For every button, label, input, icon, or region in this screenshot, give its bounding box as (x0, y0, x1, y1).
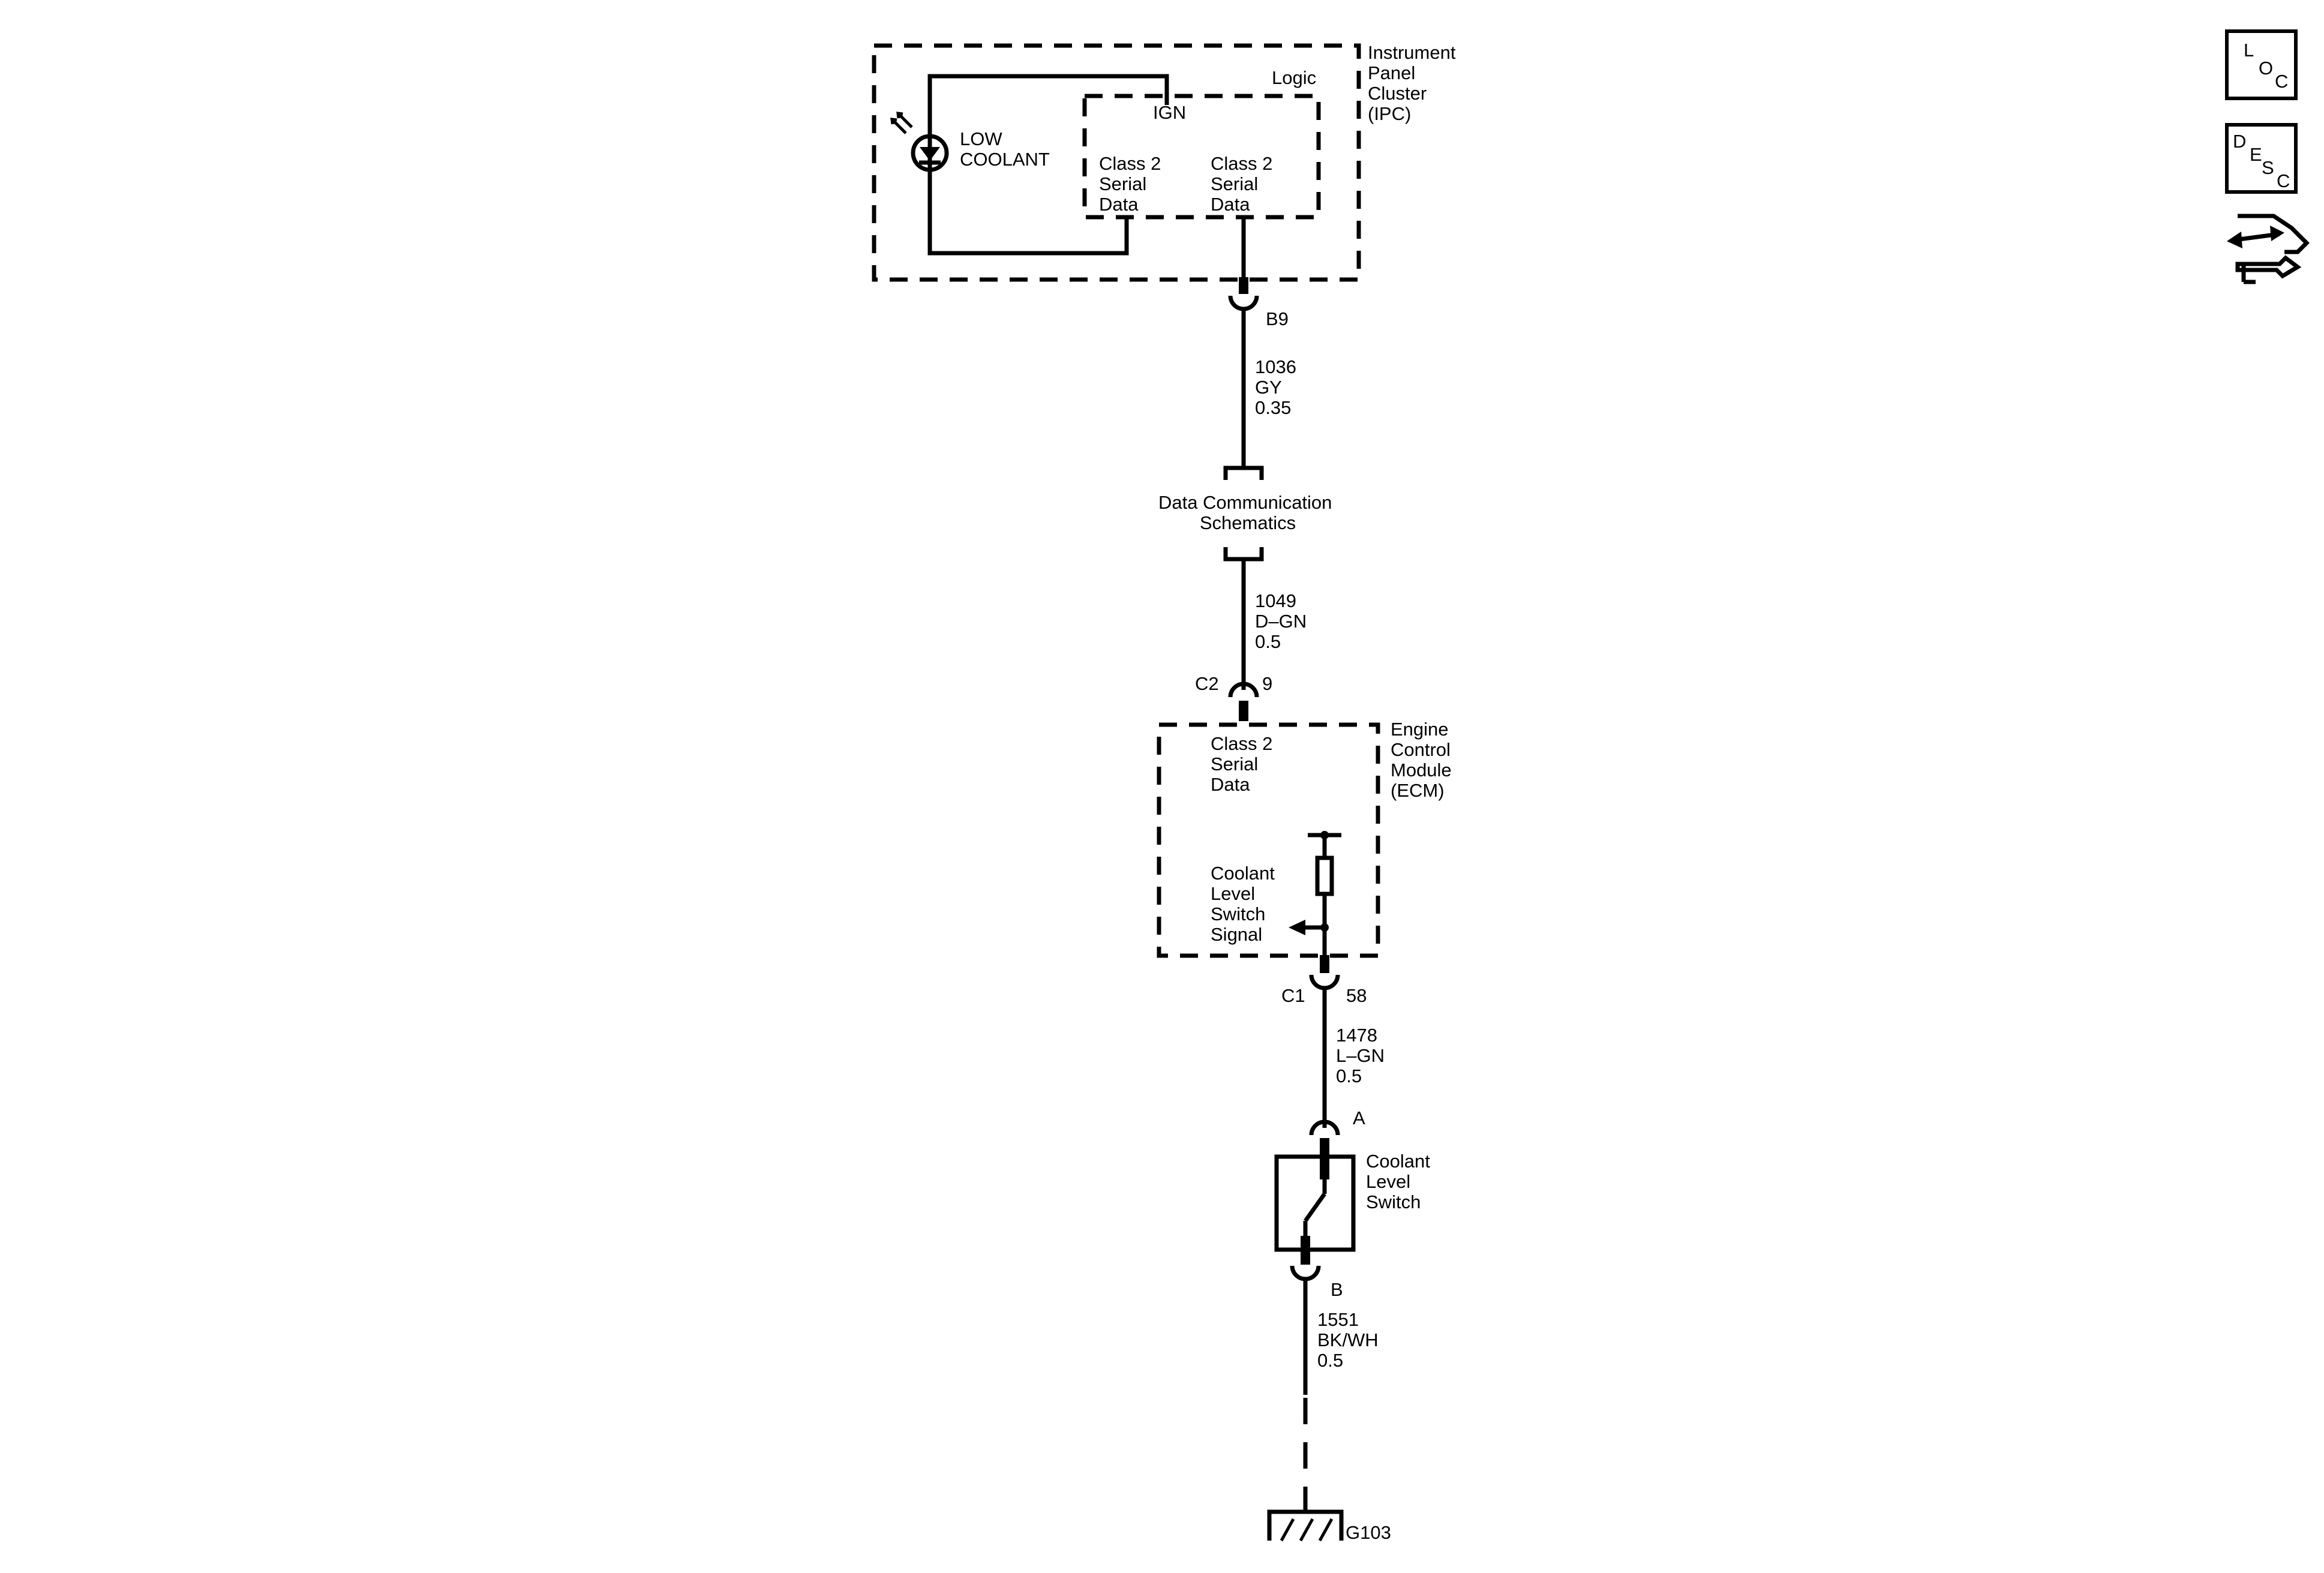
coolant-level-switch-body (1274, 1154, 1356, 1252)
ipc-boundary (872, 43, 1361, 282)
connector-c2-pin: 9 (1262, 673, 1272, 694)
wrench-arrow-icon[interactable] (2227, 214, 2310, 284)
ground-g103-icon (1267, 1493, 1344, 1542)
svg-text:L: L (2244, 40, 2254, 61)
connector-a-label: A (1353, 1107, 1365, 1128)
coolant-level-switch: Coolant Level Switch (1274, 1151, 1435, 1257)
svg-text:C: C (2275, 71, 2288, 92)
ipc-module-name: Instrument Panel Cluster (IPC) (1368, 42, 1461, 124)
lamp-label: LOW COOLANT (960, 128, 1050, 170)
connector-c1-pin: 58 (1346, 985, 1367, 1006)
svg-text:D: D (2233, 131, 2246, 152)
ecm-serial-data-label: Class 2 Serial Data (1211, 733, 1278, 795)
coolant-level-switch-label: Coolant Level Switch (1366, 1151, 1435, 1212)
svg-text:C: C (2277, 170, 2290, 191)
ecm-module: Class 2 Serial Data Engine Control Modul… (1157, 719, 1457, 960)
wire-1049-label: 1049 D–GN 0.5 (1255, 590, 1312, 652)
ign-label: IGN (1153, 102, 1186, 123)
coolant-level-switch-signal-label: Coolant Level Switch Signal (1211, 863, 1280, 945)
connector-a (1309, 1119, 1340, 1157)
svg-text:E: E (2250, 144, 2262, 165)
connector-c1 (1309, 955, 1340, 990)
ipc-serial-data-left: Class 2 Serial Data (1099, 153, 1166, 215)
wire-1478-label: 1478 L–GN 0.5 (1336, 1025, 1390, 1086)
ground-g103-label: G103 (1346, 1522, 1391, 1543)
loc-icon[interactable]: L O C (2225, 29, 2298, 100)
wire-1551-label: 1551 BK/WH 0.5 (1317, 1309, 1383, 1371)
logic-label: Logic (1272, 67, 1316, 88)
connector-b9-label: B9 (1266, 308, 1289, 329)
desc-icon[interactable]: D E S C (2225, 123, 2298, 194)
connector-b-label: B (1331, 1279, 1343, 1300)
connector-c1-label: C1 (1281, 985, 1305, 1006)
svg-text:O: O (2259, 58, 2273, 79)
ipc-serial-data-right: Class 2 Serial Data (1211, 153, 1278, 215)
ipc-module: LOW COOLANT IGN Logic Class 2 Serial Dat… (872, 42, 1461, 282)
switch-contact-icon (1301, 1157, 1329, 1257)
pull-up-resistor-icon (1289, 831, 1341, 960)
ecm-module-name: Engine Control Module (ECM) (1391, 719, 1457, 801)
ecm-boundary (1157, 722, 1380, 958)
wire-1036-label: 1036 GY 0.35 (1255, 356, 1302, 418)
connector-b (1290, 1254, 1321, 1281)
data-communication-label: Data Communication Schematics (1158, 492, 1337, 533)
connector-c2-label: C2 (1195, 673, 1219, 694)
connector-c2 (1228, 682, 1259, 721)
svg-text:S: S (2262, 157, 2274, 178)
data-communication-reference: Data Communication Schematics (1158, 466, 1337, 562)
connector-b9 (1228, 277, 1259, 311)
low-coolant-lamp-icon (890, 112, 949, 172)
